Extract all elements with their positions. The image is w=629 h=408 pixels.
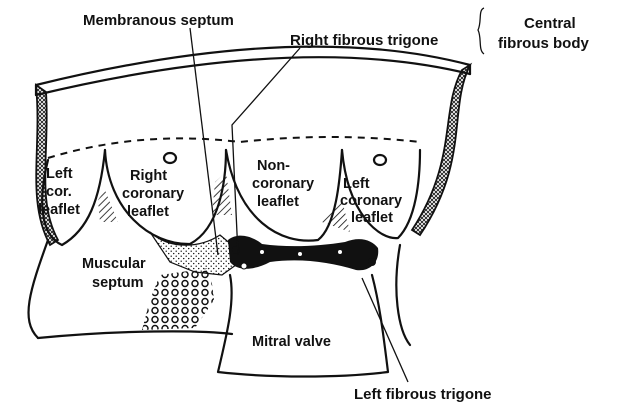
label-muscular-septum-1: Muscular xyxy=(82,256,146,272)
label-left-coronary-leaflet-3: leaflet xyxy=(351,210,393,226)
label-right-coronary-leaflet-1: Right xyxy=(130,168,167,184)
label-left-cor-leaflet-1: Left xyxy=(46,166,73,182)
label-right-fibrous-trigone: Right fibrous trigone xyxy=(290,32,438,49)
label-left-cor-leaflet-2: cor. xyxy=(46,184,72,200)
mitral-valve-outline xyxy=(218,275,388,377)
label-left-fibrous-trigone: Left fibrous trigone xyxy=(354,386,492,403)
label-left-coronary-leaflet-1: Left xyxy=(343,176,370,192)
right-coronary-ostium xyxy=(164,153,176,163)
label-left-coronary-leaflet-2: coronary xyxy=(340,193,402,209)
label-membranous-septum: Membranous septum xyxy=(83,12,234,29)
label-right-coronary-leaflet-2: coronary xyxy=(122,186,184,202)
label-muscular-septum-2: septum xyxy=(92,275,144,291)
label-left-cor-leaflet-3: leaflet xyxy=(38,202,80,218)
label-non-coronary-leaflet-2: coronary xyxy=(252,176,314,192)
left-coronary-ostium xyxy=(374,155,386,165)
muscular-septum-rings xyxy=(142,268,214,330)
interleaflet-triangle-2 xyxy=(212,172,232,215)
central-fibrous-body-brace xyxy=(478,8,484,54)
label-non-coronary-leaflet-3: leaflet xyxy=(257,194,299,210)
label-mitral-valve: Mitral valve xyxy=(252,334,331,350)
label-central-fibrous-body-2: fibrous body xyxy=(498,35,589,52)
label-central-fibrous-body-1: Central xyxy=(524,15,576,32)
label-right-coronary-leaflet-3: leaflet xyxy=(127,204,169,220)
label-non-coronary-leaflet-1: Non- xyxy=(257,158,290,174)
